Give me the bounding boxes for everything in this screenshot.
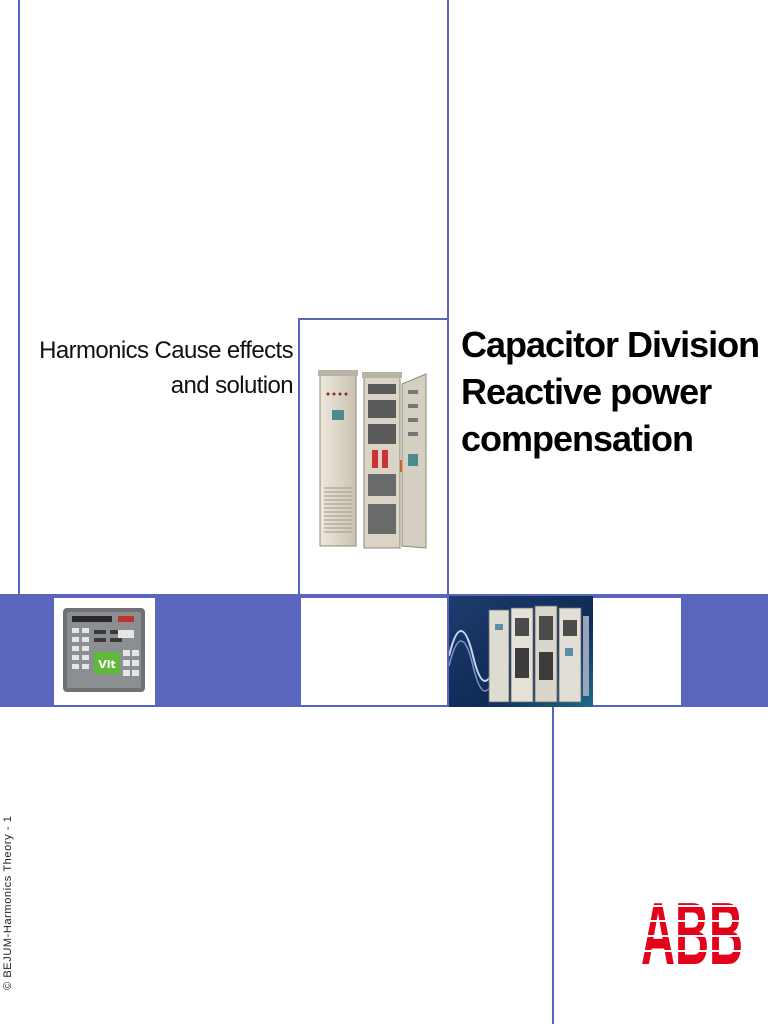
subtitle-line-2: and solution <box>170 372 294 399</box>
reactive-power-controller-photo: Vlt <box>63 608 145 692</box>
title-line-1: Capacitor Division <box>461 324 760 365</box>
abb-logo-text: ABB <box>641 892 743 966</box>
band-box-right <box>593 598 681 705</box>
abb-logo: ABB <box>641 892 743 966</box>
subtitle-line-1: Harmonics Cause effects <box>39 337 293 364</box>
frame-line-photo-top <box>298 318 449 320</box>
capacitor-cabinet-photo <box>318 370 427 549</box>
frame-line-center <box>447 0 449 594</box>
frame-line-bottom-right <box>552 707 554 1024</box>
band-box-center <box>301 598 447 705</box>
switchboard-panels-photo <box>449 596 593 707</box>
frame-line-photo-left <box>298 318 300 594</box>
subtitle: Harmonics Cause effects and solution <box>33 333 293 403</box>
page-title: Capacitor Division Reactive power compen… <box>461 321 761 462</box>
title-line-3: compensation <box>461 418 694 459</box>
frame-line-left <box>18 0 20 594</box>
controller-display-text: Vlt <box>98 658 116 671</box>
title-line-2: Reactive power <box>461 371 712 412</box>
copyright-footer: © BEJUM-Harmonics Theory - 1 <box>2 815 14 990</box>
